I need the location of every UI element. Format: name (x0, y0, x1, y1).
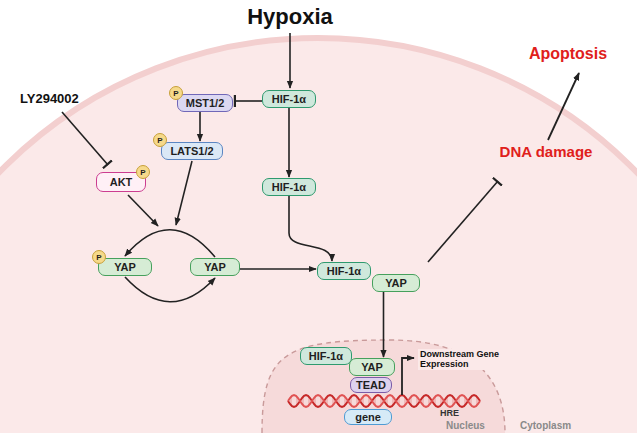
node-label: P (157, 136, 162, 145)
protein-box: YAP (372, 274, 420, 292)
drug-label: LY294002 (20, 92, 79, 107)
akt-phospho-arrow (128, 195, 158, 226)
dna-strand (288, 395, 480, 407)
node-label: gene (355, 411, 381, 423)
node-label: P (140, 168, 145, 177)
outcome-label: Apoptosis (529, 45, 607, 63)
lats-phospho-arrow (176, 161, 192, 225)
stimulus-label: Hypoxia (247, 4, 333, 29)
arrow-connector (199, 112, 201, 141)
dna-helix (288, 395, 480, 407)
node-label: YAP (385, 277, 407, 289)
phospho-circle: P (153, 133, 167, 147)
arrow-connector (288, 108, 290, 177)
protein-box: YAP (349, 358, 395, 376)
kinase-box: MST1/2 (177, 94, 233, 112)
arrow-connector (125, 230, 215, 257)
node-label: HIF-1α (327, 265, 361, 277)
protein-box: HIF-1α (300, 347, 352, 365)
element-label: HRE (440, 408, 459, 418)
protein-box: YAP (98, 258, 152, 276)
protein-box: HIF-1α (262, 178, 316, 196)
node-label: YAP (114, 261, 136, 273)
kinase-box: LATS1/2 (161, 142, 223, 160)
node-label: YAP (361, 361, 383, 373)
node-label: AKT (110, 176, 133, 188)
arrow-connector (125, 277, 215, 302)
node-label: P (96, 253, 101, 262)
protein-box: HIF-1α (317, 262, 371, 280)
node-label: YAP (204, 261, 226, 273)
node-label: P (173, 89, 178, 98)
protein-box: TEAD (350, 377, 392, 393)
hypoxia-arrow (289, 33, 291, 88)
gene-box: gene (344, 409, 392, 425)
expression-arrow (402, 358, 414, 395)
node-label: LATS1/2 (170, 145, 213, 157)
arrow-connector (240, 268, 316, 270)
note-label: Downstream Gene Expression (418, 349, 504, 370)
dna-strand (288, 395, 480, 407)
region-label: Nucleus (446, 420, 485, 432)
phospho-circle: P (136, 165, 150, 179)
inhibitor-bar (62, 112, 108, 165)
protein-box: HIF-1α (262, 90, 316, 108)
node-label: HIF-1α (272, 93, 306, 105)
inhibition-bar (428, 181, 498, 262)
apoptosis-arrow (548, 73, 579, 140)
arrow-connector (383, 292, 385, 357)
node-label: HIF-1α (272, 181, 306, 193)
phospho-circle: P (92, 250, 106, 264)
node-label: HIF-1α (309, 350, 343, 362)
node-label: MST1/2 (186, 97, 225, 109)
outcome-label: DNA damage (500, 143, 593, 160)
inhibition-connector (234, 100, 262, 102)
phospho-circle: P (169, 86, 183, 100)
protein-box: YAP (190, 258, 240, 276)
arrow-connector (289, 196, 332, 261)
region-label: Cytoplasm (520, 420, 571, 432)
cell-membrane (0, 38, 637, 433)
node-label: TEAD (356, 379, 386, 391)
